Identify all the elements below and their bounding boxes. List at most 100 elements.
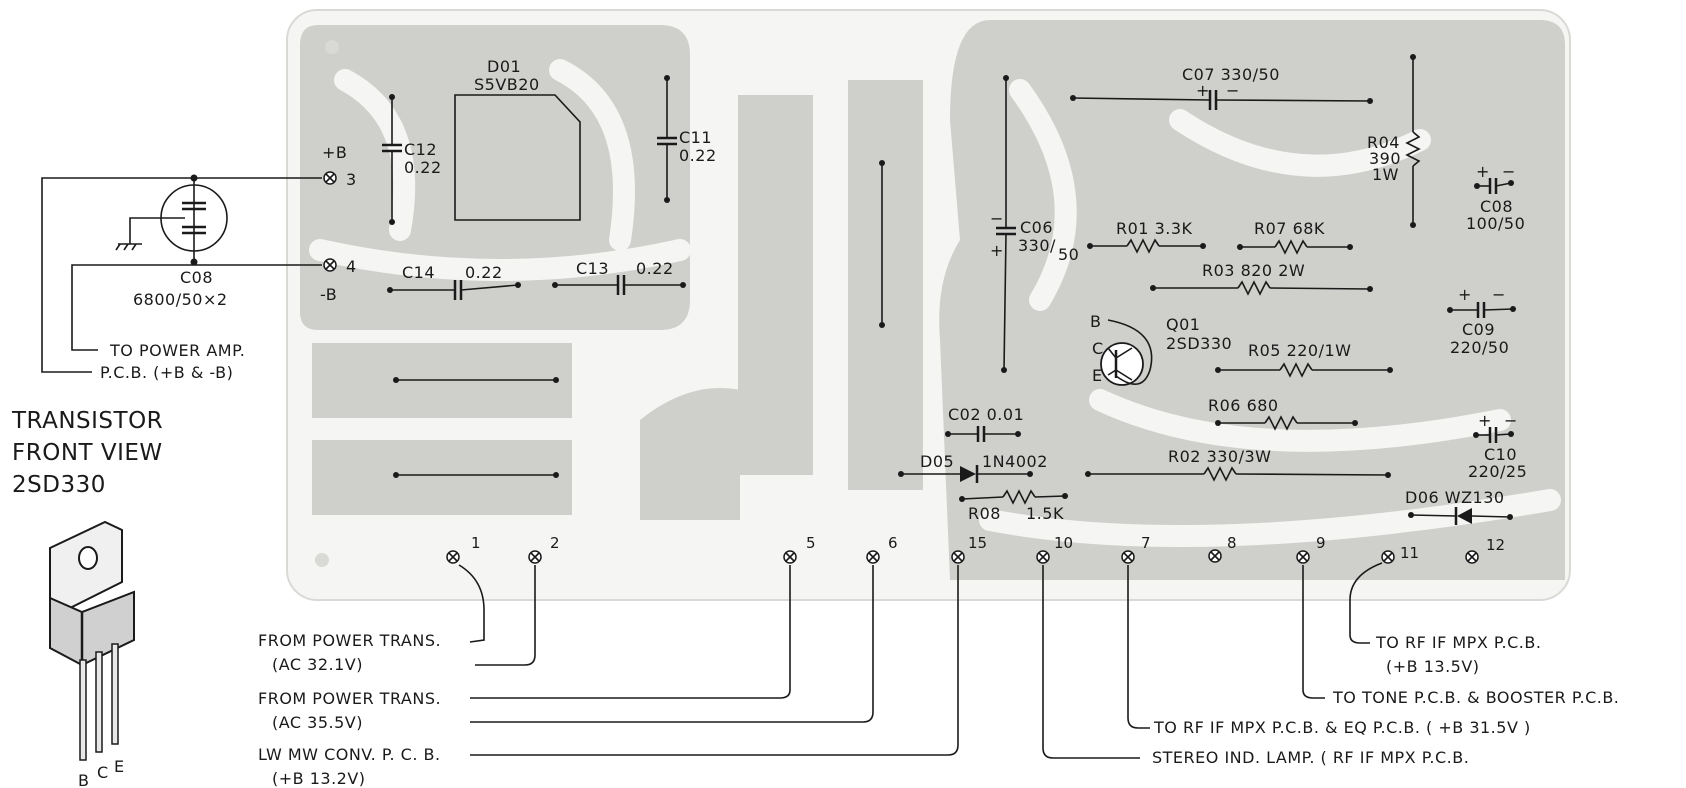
r01-label: R01 3.3K [1116,219,1193,238]
c06-minus: − [990,209,1004,228]
r07-label: R07 68K [1254,219,1325,238]
c09-name: C09 [1462,320,1495,339]
c10-capacitor [1473,427,1514,443]
c13-name: C13 [576,259,609,278]
terminal-8-label: 8 [1227,534,1237,552]
pcb-plus-minus-label: P.C.B. (+B & -B) [100,363,233,382]
c12-capacitor [382,94,402,225]
c12-value: 0.22 [404,158,442,177]
c12-name: C12 [404,140,437,159]
c08-name: C08 [1480,197,1513,216]
transistor-pin-b: B [78,771,89,788]
plus-b-label: +B [322,143,347,162]
c08-minus: − [1502,162,1516,181]
terminal-1-label: 1 [471,534,481,552]
c08-capacitor [1474,178,1514,194]
c09-value: 220/50 [1450,338,1509,357]
r04-value: 390 [1369,149,1401,168]
r08-resistor [959,489,1068,505]
d05-diode [898,465,1033,483]
c07-label: C07 330/50 [1182,65,1280,84]
leader-lines [458,562,1383,759]
q01-pin-c: C [1092,339,1104,358]
c10-minus: − [1504,411,1518,430]
c06-plus: + [990,241,1004,260]
note-ac-32v: (AC 32.1V) [272,655,363,674]
note-stereo-ind-lamp: STEREO IND. LAMP. ( RF IF MPX P.C.B. [1152,748,1469,767]
d05-part: 1N4002 [982,452,1048,471]
q01-pin-e: E [1092,366,1103,385]
c11-capacitor [657,75,677,203]
r02-resistor [1085,466,1391,482]
transistor-pin-c: C [97,763,109,782]
c13-value: 0.22 [636,259,674,278]
r03-resistor [1150,280,1373,296]
q01-transistor [1100,319,1153,386]
to-power-amp-label: TO POWER AMP. [109,341,245,360]
c10-value: 220/25 [1468,462,1527,481]
note-ac-35v: (AC 35.5V) [272,713,363,732]
terminal-15-label: 15 [968,534,987,552]
c11-name: C11 [679,128,712,147]
minus-b-wire [71,264,322,351]
d01-name: D01 [487,57,521,76]
terminal-11 [1381,550,1395,564]
terminal-7 [1121,550,1135,564]
terminal-10-label: 10 [1054,534,1073,552]
jumpers-left [393,160,885,478]
c09-plus: + [1458,285,1472,304]
r01-resistor [1087,238,1206,254]
c07-capacitor [1070,90,1373,110]
terminal-12-label: 12 [1486,536,1505,554]
terminal-6-label: 6 [888,534,898,552]
c07-minus: − [1226,81,1240,100]
d05-name: D05 [920,452,954,471]
terminal-7-label: 7 [1141,534,1151,552]
c14-name: C14 [402,263,435,282]
note-to-rf-if-mpx: TO RF IF MPX P.C.B. [1375,633,1541,652]
c10-name: C10 [1484,445,1517,464]
c09-minus: − [1492,285,1506,304]
terminal-4 [323,258,337,272]
c14-capacitor [387,280,521,300]
plus-b-wire [41,177,322,373]
d01-bridge-rectifier [454,94,581,221]
note-to-tone-booster: TO TONE P.C.B. & BOOSTER P.C.B. [1332,688,1619,707]
q01-pin-b: B [1090,312,1101,331]
q01-name: Q01 [1166,315,1200,334]
note-from-power-trans-1: FROM POWER TRANS. [258,631,441,650]
note-lw-mw-conv: LW MW CONV. P. C. B. [258,745,441,764]
r04-resistor [1405,54,1421,228]
r08-value: 1.5K [1026,504,1064,523]
r06-resistor [1215,415,1358,431]
d06-zener-diode [1408,507,1513,525]
transistor-drawing [49,520,135,761]
c10-plus: + [1478,411,1492,430]
c08-main-value: 6800/50×2 [133,290,228,309]
terminal-3-label: 3 [346,170,357,189]
terminal-15 [951,550,965,564]
terminal-5-label: 5 [806,534,816,552]
c11-value: 0.22 [679,146,717,165]
c08-plus: + [1476,162,1490,181]
c14-value: 0.22 [465,263,503,282]
terminal-row: 1 2 5 6 15 10 7 8 9 11 12 [446,534,1505,564]
terminal-9 [1296,550,1310,564]
terminal-8 [1208,549,1222,563]
transistor-title-line2: FRONT VIEW [12,440,163,466]
c06-name: C06 [1020,218,1053,237]
terminal-2 [528,550,542,564]
terminal-1 [446,550,460,564]
r04-name: R04 [1367,133,1400,152]
minus-b-label: -B [320,285,337,304]
r06-label: R06 680 [1208,396,1279,415]
transistor-title-line1: TRANSISTOR [11,408,163,434]
c09-capacitor [1447,302,1516,318]
terminal-6 [866,550,880,564]
mounting-holes [315,40,339,567]
c02-capacitor [945,426,1021,442]
r04-power: 1W [1372,165,1399,184]
c13-capacitor [552,275,686,295]
q01-part: 2SD330 [1166,334,1232,353]
